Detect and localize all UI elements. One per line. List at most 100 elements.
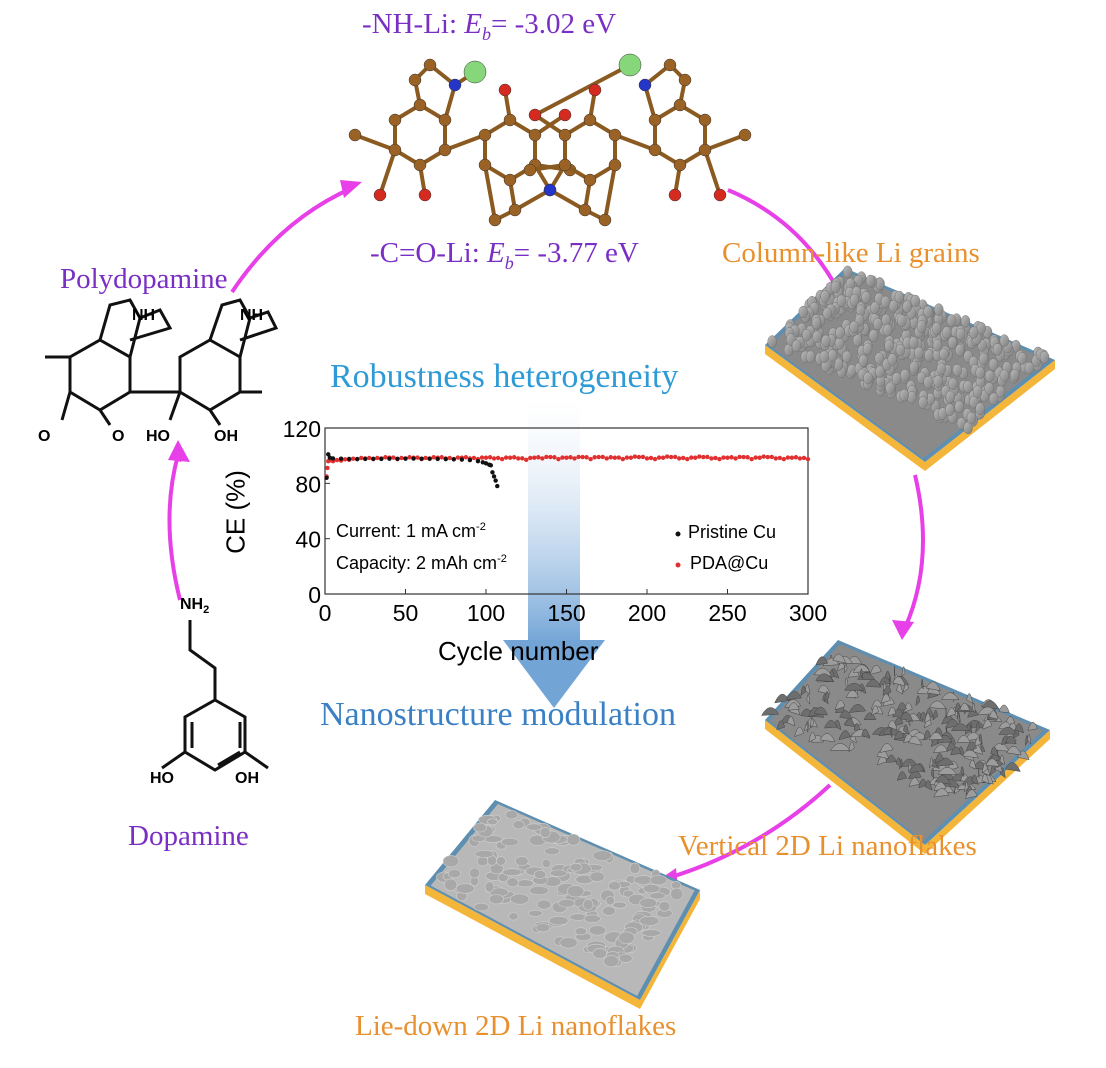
data-point-pda-cu [507, 455, 513, 460]
x-tick-label: 200 [628, 600, 666, 626]
li-grain [836, 294, 847, 308]
li-nanoflake [473, 902, 490, 912]
li-grain [881, 313, 891, 327]
li-grain [1039, 351, 1050, 364]
li-nanoflake [934, 753, 944, 764]
column-grains-label: Column-like Li grains [722, 237, 980, 269]
data-point-pda-cu [391, 455, 396, 460]
li-nanoflake [806, 693, 811, 705]
bond [483, 164, 497, 221]
li-nanoflake [887, 720, 898, 731]
li-nanoflake [896, 684, 904, 695]
li-grain [865, 274, 876, 288]
li-nanoflake [808, 732, 816, 743]
li-grain [822, 307, 832, 320]
li-nanoflake [915, 695, 921, 707]
li-nanoflake [834, 700, 846, 711]
li-nanoflake [505, 810, 519, 820]
data-point-pda-cu [491, 456, 497, 461]
li-nanoflake [895, 757, 902, 769]
bond [614, 133, 656, 152]
carbon-atom [388, 113, 402, 127]
carbon-atom [578, 203, 592, 217]
data-point-pda-cu [359, 455, 364, 461]
data-point-pda-cu [560, 455, 565, 460]
li-nanoflake [670, 887, 684, 901]
li-grain [862, 342, 873, 356]
data-point-pda-cu [592, 455, 597, 460]
nh-label-1: NH [132, 307, 156, 324]
li-nanoflake [476, 856, 489, 867]
li-nanoflake [933, 744, 949, 754]
li-nanoflake [588, 925, 607, 936]
data-point-pda-cu [616, 455, 622, 460]
li-nanoflake [1004, 762, 1021, 772]
li-nanoflake [838, 730, 851, 741]
li-grain [861, 291, 871, 304]
li-grain [897, 314, 907, 327]
li-grain [947, 336, 958, 349]
li-nanoflake [807, 721, 810, 733]
li-grain [966, 411, 977, 425]
data-point-pda-cu [524, 457, 529, 463]
data-point-pda-cu [556, 456, 561, 462]
data-point-pda-cu [544, 454, 549, 460]
li-nanoflake [981, 774, 990, 785]
data-point-pristine-cu [419, 456, 424, 461]
li-nanoflake [510, 893, 530, 905]
data-point-pda-cu [644, 456, 650, 461]
oxygen-atom [373, 188, 387, 202]
li-nanoflake [893, 730, 905, 740]
li-grain [955, 344, 965, 357]
arrow-grains-to-vertical [903, 474, 925, 629]
li-nanoflake [815, 673, 834, 683]
li-grain [939, 347, 949, 361]
carbon-atom [388, 143, 402, 157]
carbon-atom [698, 113, 712, 127]
chart-annotation-capacity: Capacity: 2 mAh cm-2 [336, 553, 507, 573]
data-point-pda-cu [709, 456, 714, 461]
data-point-pda-cu [656, 455, 662, 460]
x-tick-label: 300 [789, 600, 827, 626]
li-grain [870, 301, 880, 315]
li-grain [952, 364, 962, 377]
li-nanoflake [488, 894, 504, 905]
data-point-pda-cu [600, 454, 605, 460]
li-grain [916, 320, 927, 333]
li-nanoflake [559, 937, 578, 949]
data-point-pda-cu [628, 455, 634, 460]
carbon-atom [698, 143, 712, 157]
li-nanoflake [972, 702, 976, 714]
li-nanoflake [957, 712, 961, 724]
li-nanoflake [941, 692, 960, 701]
data-point-pda-cu [584, 455, 589, 460]
li-grain [942, 326, 952, 339]
li-nanoflake [861, 728, 870, 739]
li-nanoflake [786, 691, 802, 701]
li-nanoflake [888, 676, 892, 687]
data-point-pristine-cu [491, 474, 497, 479]
carbon-atom [608, 128, 622, 142]
liedown-flakes-label: Lie-down 2D Li nanoflakes [355, 1010, 677, 1042]
data-point-pristine-cu [403, 456, 408, 461]
li-nanoflake [455, 883, 475, 894]
data-point-pda-cu [757, 455, 762, 460]
liedown-nanoflakes-surface [425, 800, 700, 1009]
li-nanoflake [448, 869, 461, 879]
li-nanoflake [776, 720, 786, 731]
li-nanoflake [484, 881, 495, 893]
data-point-pda-cu [334, 457, 340, 463]
li-nanoflake [935, 757, 955, 767]
legend-pda-cu: PDA@Cu [690, 553, 769, 573]
dopamine-structure [161, 620, 269, 772]
data-point-pda-cu [528, 455, 533, 461]
data-point-pda-cu [725, 455, 730, 460]
li-grain [767, 335, 777, 348]
nh2-label: NH2 [180, 596, 210, 617]
lithium-atom [463, 60, 487, 84]
data-point-pda-cu [548, 454, 553, 460]
legend-pristine-cu: Pristine Cu [688, 522, 777, 542]
li-grain [827, 349, 838, 362]
li-nanoflake [1005, 735, 1017, 745]
